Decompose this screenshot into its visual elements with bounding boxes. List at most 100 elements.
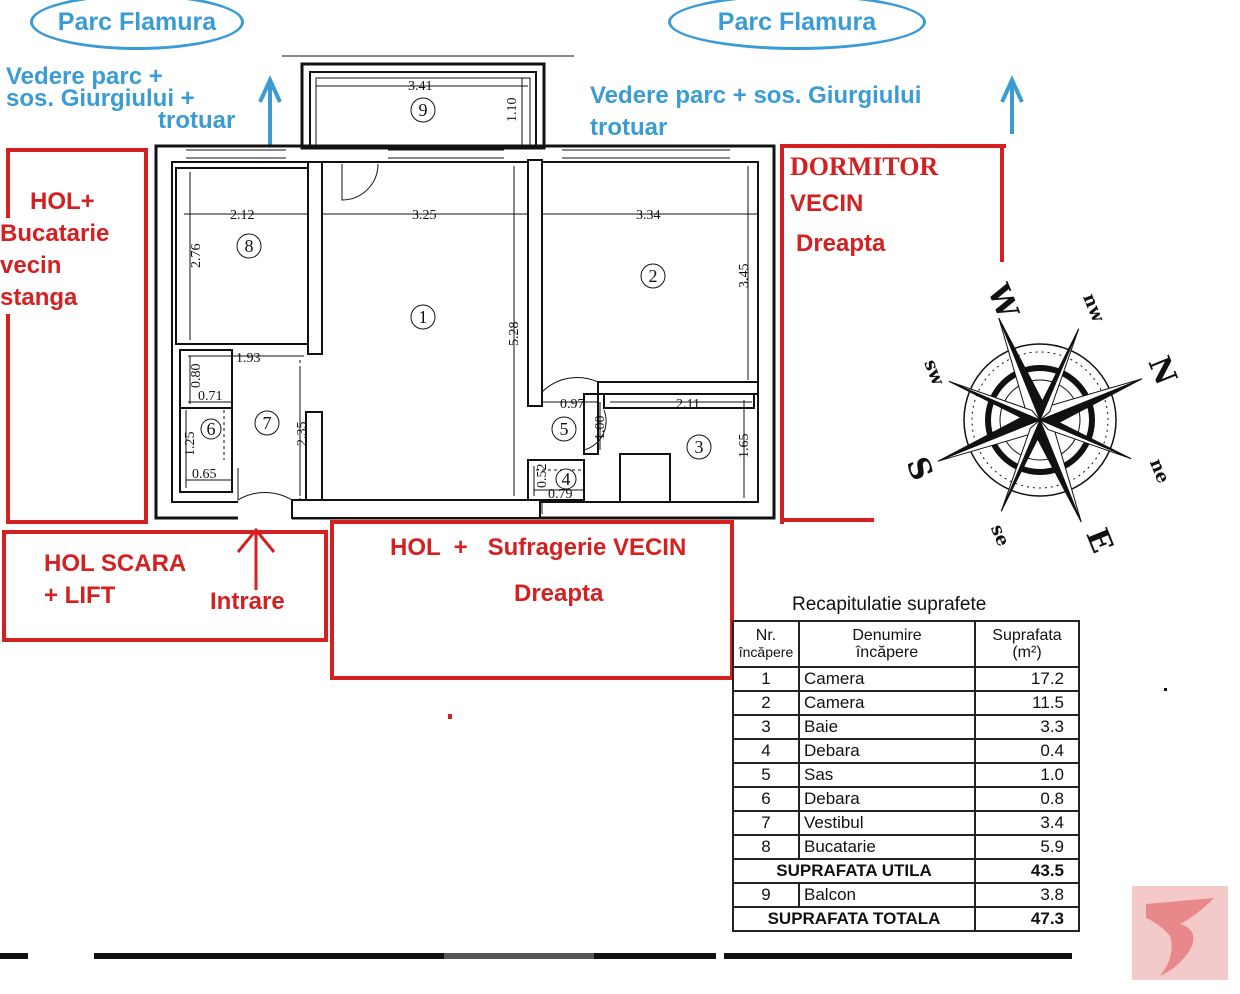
neighbor-right-line3: Dreapta bbox=[796, 230, 886, 257]
stair-line1: HOL SCARA bbox=[44, 550, 187, 577]
hall-neighbor-line1: HOL + Sufragerie VECIN bbox=[390, 534, 687, 561]
util-area-row: SUPRAFATA UTILA 43.5 bbox=[732, 858, 1080, 884]
dim-211: 2.11 bbox=[676, 397, 700, 412]
neighbor-left-box bbox=[6, 148, 148, 524]
neighbor-left-line4: stanga bbox=[0, 282, 96, 314]
compass-rose: W N E S nw sw ne se bbox=[899, 278, 1184, 558]
util-label: SUPRAFATA UTILA bbox=[732, 858, 976, 884]
table-title: Recapitulatie suprafete bbox=[792, 594, 987, 615]
compass-nw: nw bbox=[1078, 291, 1108, 326]
view-arrow-left bbox=[258, 75, 282, 146]
row-name: Camera bbox=[798, 690, 976, 716]
row-area: 3.3 bbox=[974, 714, 1080, 740]
neighbor-right-box-right bbox=[1000, 144, 1004, 262]
header-nr: Nr.încăpere bbox=[732, 620, 800, 668]
hall-neighbor-box bbox=[330, 520, 734, 680]
dim-165: 1.65 bbox=[737, 434, 752, 459]
room-number-6: 6 bbox=[207, 419, 216, 439]
room-numbers: 1 2 3 4 5 6 7 8 9 bbox=[207, 100, 704, 489]
row-area: 5.9 bbox=[974, 834, 1080, 860]
view-arrow-right bbox=[1000, 75, 1024, 134]
total-area-row: SUPRAFATA TOTALA 47.3 bbox=[732, 906, 1080, 932]
header-name-line2: încăpere bbox=[855, 644, 919, 661]
row-area: 0.4 bbox=[974, 738, 1080, 764]
brand-logo bbox=[1132, 886, 1228, 980]
row-nr: 5 bbox=[732, 762, 800, 788]
room-number-3: 3 bbox=[695, 437, 704, 457]
stray-dot bbox=[448, 714, 452, 719]
dim-193: 1.93 bbox=[236, 351, 261, 366]
compass-se: se bbox=[986, 522, 1014, 550]
balcony-name: Balcon bbox=[798, 882, 976, 908]
stair-line2: + LIFT bbox=[44, 582, 116, 609]
row-nr: 2 bbox=[732, 690, 800, 716]
door-swings bbox=[223, 163, 607, 501]
view-left-line1: Vedere parc + bbox=[6, 63, 163, 90]
dim-334: 3.34 bbox=[636, 208, 661, 223]
total-label: SUPRAFATA TOTALA bbox=[732, 906, 976, 932]
row-nr: 6 bbox=[732, 786, 800, 812]
view-left-line3: trotuar bbox=[158, 107, 236, 134]
room-number-1: 1 bbox=[419, 307, 428, 327]
row-nr: 1 bbox=[732, 666, 800, 692]
row-name: Camera bbox=[798, 666, 976, 692]
stair-hall-label: HOL SCARA + LIFT bbox=[44, 548, 186, 612]
compass-s: S bbox=[899, 452, 940, 485]
room-number-2: 2 bbox=[649, 266, 658, 286]
dim-100: 1.00 bbox=[593, 416, 608, 441]
stray-dot-right bbox=[1164, 688, 1167, 691]
room-number-8: 8 bbox=[245, 236, 254, 256]
row-area: 0.8 bbox=[974, 786, 1080, 812]
hall-neighbor-line2: Dreapta bbox=[514, 580, 604, 607]
dim-345: 3.45 bbox=[737, 264, 752, 289]
dim-110: 1.10 bbox=[505, 98, 520, 123]
neighbor-right-box bbox=[780, 144, 1006, 524]
bottom-bars bbox=[0, 953, 1072, 959]
dim-079: 0.79 bbox=[548, 487, 573, 502]
row-area: 1.0 bbox=[974, 762, 1080, 788]
dim-097: 0.97 bbox=[560, 397, 585, 412]
dim-125: 1.25 bbox=[183, 432, 198, 457]
row-name: Bucatarie bbox=[798, 834, 976, 860]
neighbor-right-line1: DORMITOR bbox=[790, 152, 939, 181]
util-value: 43.5 bbox=[974, 858, 1080, 884]
dim-052: 0.52 bbox=[535, 464, 550, 489]
neighbor-right-line2: VECIN bbox=[790, 190, 864, 217]
entrance-label: Intrare bbox=[210, 588, 285, 615]
neighbor-left-line3: vecin bbox=[0, 250, 80, 282]
dim-080: 0.80 bbox=[189, 364, 204, 389]
compass-ne: ne bbox=[1145, 456, 1174, 487]
view-right-line2: trotuar bbox=[590, 114, 668, 141]
dim-276: 2.76 bbox=[189, 244, 204, 269]
row-nr: 3 bbox=[732, 714, 800, 740]
park-right-text: Parc Flamura bbox=[717, 7, 877, 36]
row-area: 3.4 bbox=[974, 810, 1080, 836]
neighbor-left-line1: HOL+ bbox=[30, 188, 95, 215]
header-name-line1: Denumire bbox=[852, 627, 922, 644]
room-number-9: 9 bbox=[419, 100, 428, 120]
compass-e: E bbox=[1078, 524, 1119, 558]
entrance-gap bbox=[238, 500, 292, 520]
park-left-text: Parc Flamura bbox=[57, 7, 217, 36]
compass-sw: sw bbox=[919, 356, 948, 388]
dimension-lines bbox=[184, 78, 758, 514]
header-area-line1: Suprafata bbox=[992, 627, 1062, 644]
view-left-line2: sos. Giurgiului + bbox=[6, 85, 195, 112]
dim-235: 2.35 bbox=[295, 422, 310, 447]
header-area-line2: (m²) bbox=[1012, 644, 1042, 661]
dim-325: 3.25 bbox=[412, 208, 437, 223]
neighbor-left-line2: Bucatarie bbox=[0, 218, 110, 250]
room-markers bbox=[200, 97, 712, 490]
interior-walls bbox=[175, 159, 759, 519]
dim-212: 2.12 bbox=[230, 208, 255, 223]
